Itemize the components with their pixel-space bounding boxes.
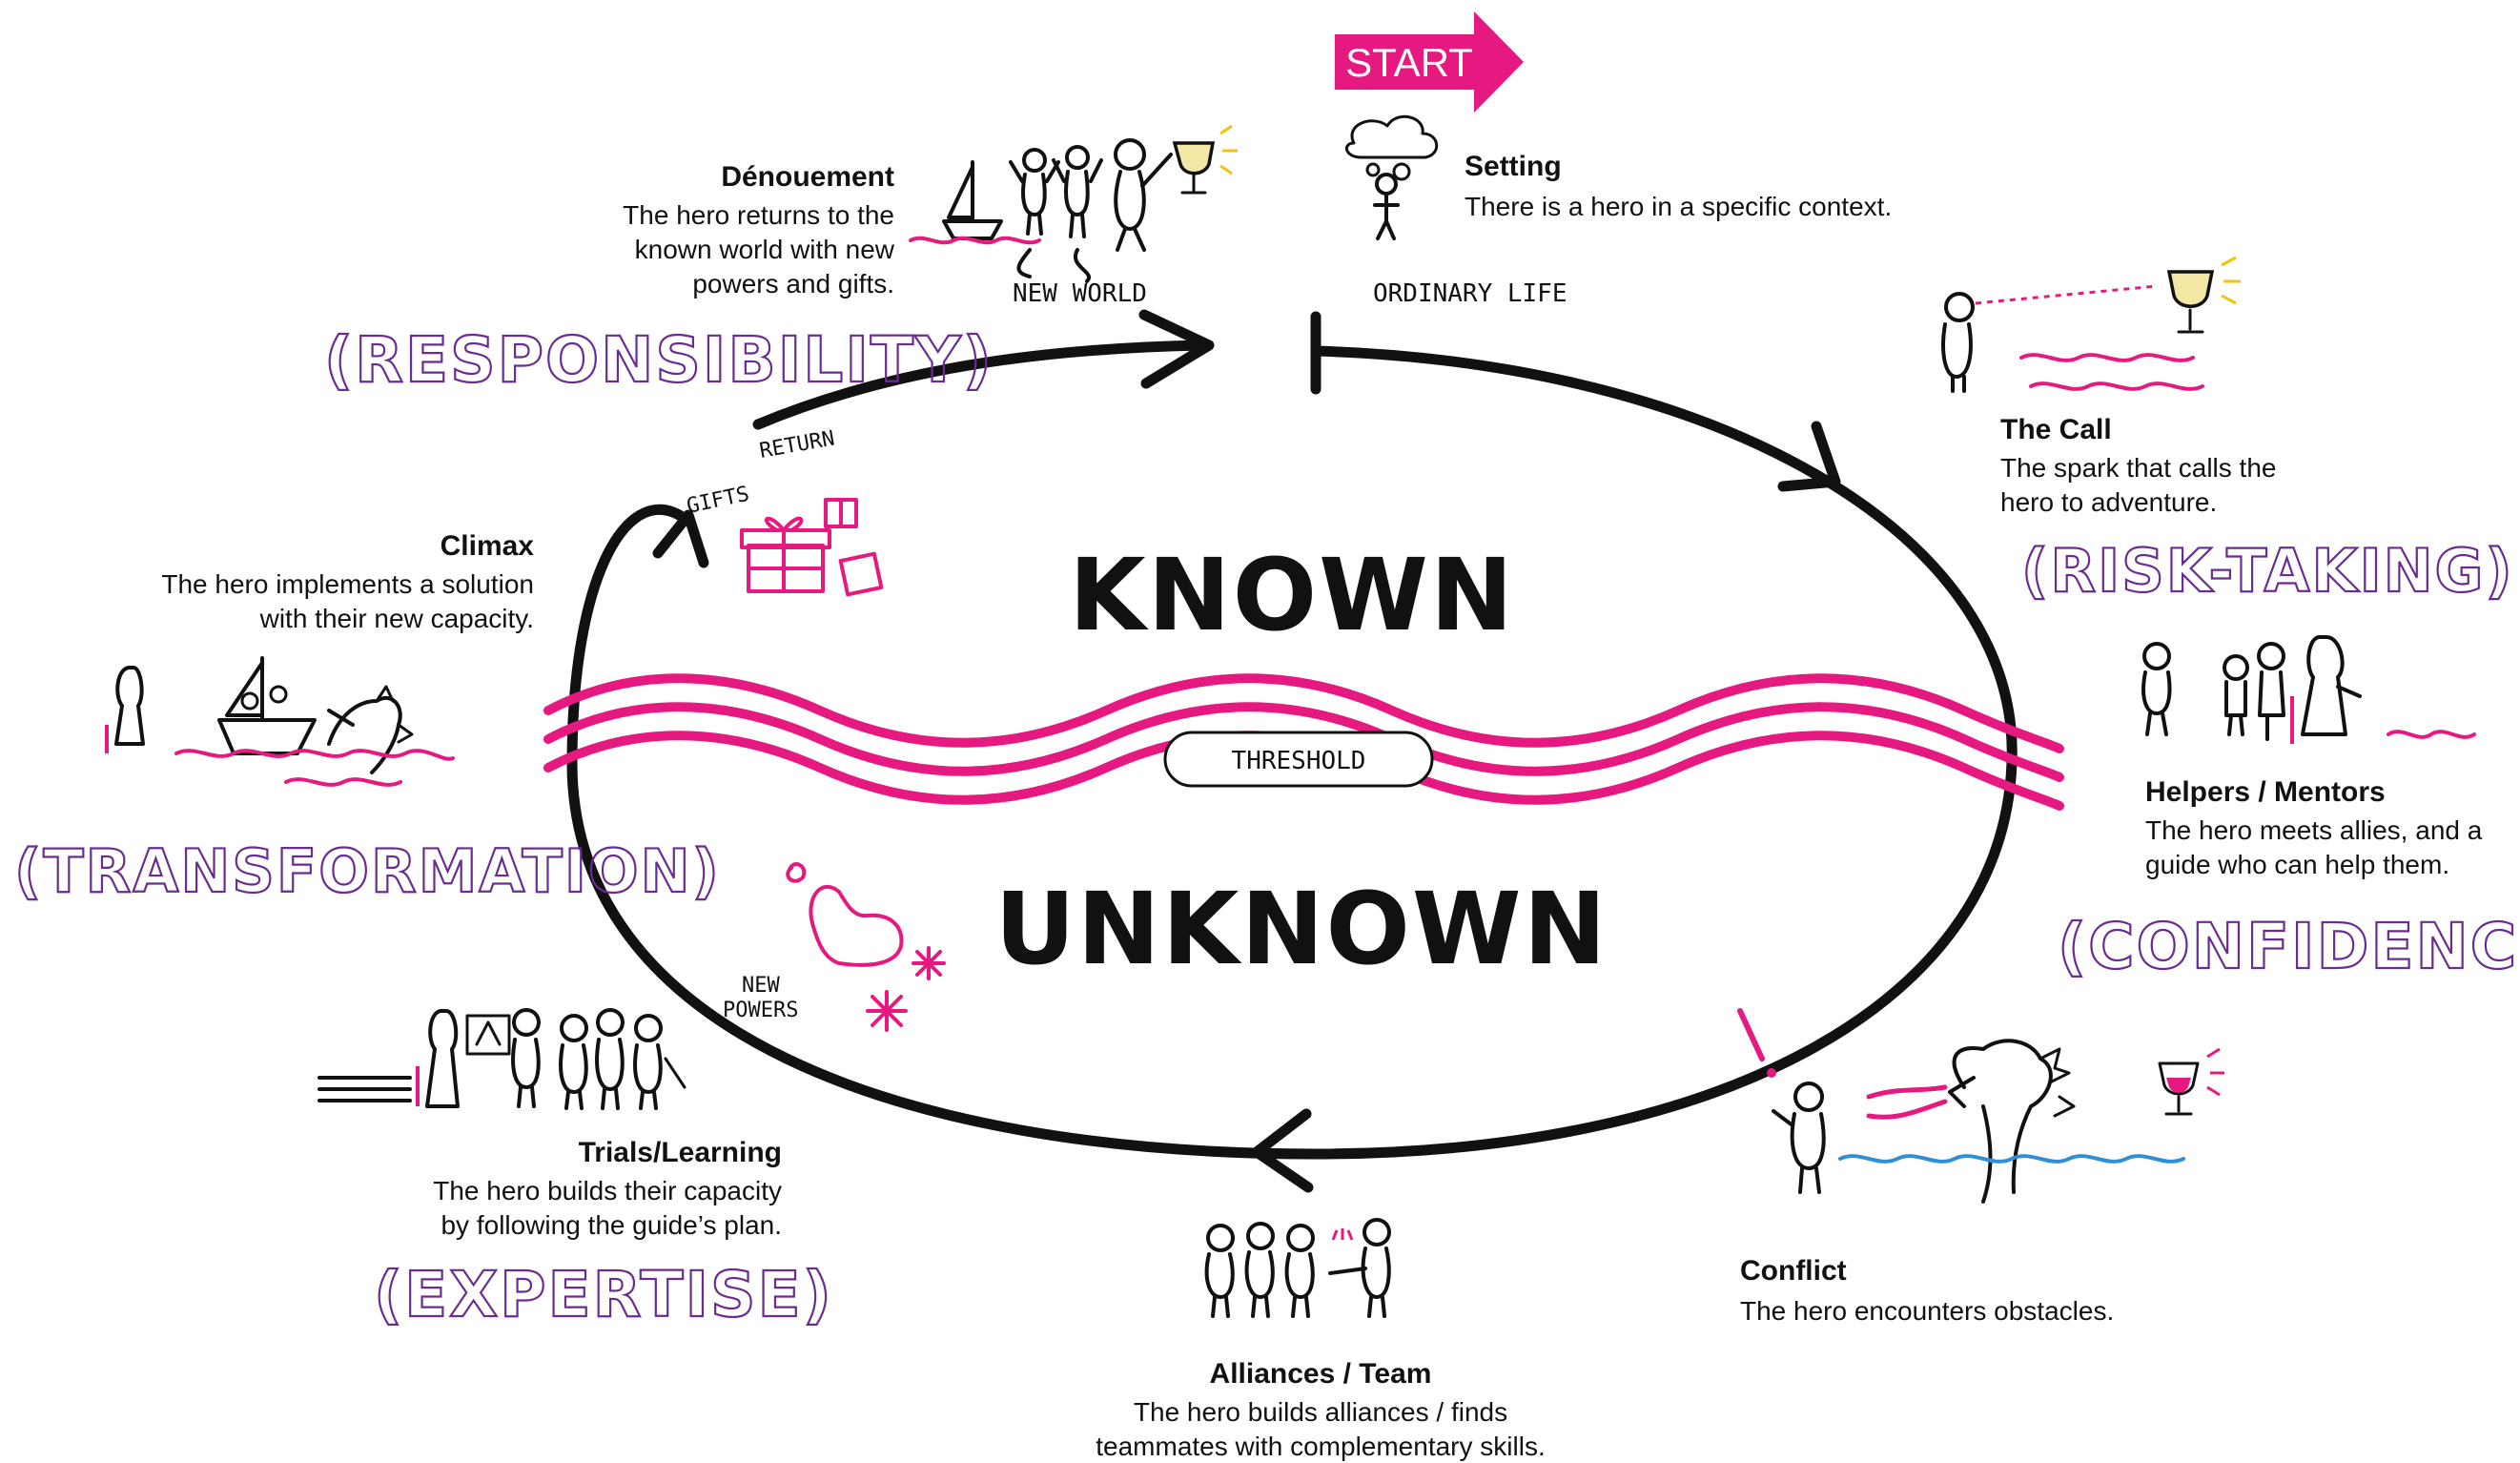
- new-world-marker: NEW WORLD: [1013, 279, 1147, 308]
- new-powers-marker-line2: POWERS: [723, 999, 798, 1022]
- unknown-label: UNKNOWN: [994, 871, 1608, 987]
- helpers-title: Helpers / Mentors: [2145, 776, 2386, 808]
- stick-figure-icon: [2257, 642, 2294, 744]
- waves-icon: [284, 777, 402, 787]
- alliances-text-line2: teammates with complementary skills.: [1096, 1432, 1545, 1461]
- trophy-icon: [1172, 124, 1238, 195]
- dragon-icon: [1866, 1039, 2076, 1204]
- sparkle-icon: [866, 946, 946, 1032]
- waves-icon: [2387, 730, 2476, 739]
- step-climax: Climax The hero implements a solution wi…: [13, 530, 721, 907]
- dragon-icon: [327, 685, 414, 774]
- climax-text-line1: The hero implements a solution: [161, 569, 534, 599]
- cloud-icon: [1345, 114, 1439, 181]
- step-trials: Trials/Learning The hero builds their ca…: [318, 1008, 833, 1332]
- helpers-text-line1: The hero meets allies, and a: [2145, 815, 2483, 845]
- threshold-text: THRESHOLD: [1232, 747, 1366, 775]
- stick-figure-icon: [2141, 642, 2172, 736]
- gift-box-icon: [740, 498, 884, 597]
- step-alliances: Alliances / Team The hero builds allianc…: [1096, 1218, 1546, 1461]
- step-denouement: Dénouement The hero returns to the known…: [323, 124, 1238, 398]
- arrowhead-icon: [1138, 309, 1215, 389]
- stairs-icon: [318, 1066, 420, 1106]
- waves-icon: [1838, 1154, 2185, 1164]
- stick-figure-icon: [105, 666, 145, 753]
- step-setting: Setting There is a hero in a specific co…: [1345, 114, 1892, 240]
- flexed-arm-icon: [786, 862, 904, 967]
- stick-figure-icon: [1941, 292, 1975, 393]
- climax-text-line2: with their new capacity.: [259, 604, 534, 633]
- denouement-title: Dénouement: [721, 161, 894, 193]
- setting-text: There is a hero in a specific context.: [1465, 192, 1892, 221]
- climax-quality: (TRANSFORMATION): [14, 836, 721, 906]
- waves-icon: [909, 236, 1041, 245]
- mentor-figure-icon: [2301, 635, 2362, 736]
- new-powers-marker-line1: NEW: [742, 974, 780, 998]
- alert-icon: [1737, 1008, 1765, 1061]
- trials-text-line2: by following the guide’s plan.: [440, 1210, 782, 1240]
- helpers-quality: (CONFIDENCE): [2058, 910, 2520, 983]
- team-figures-icon: [1204, 1218, 1391, 1318]
- conflict-title: Conflict: [1740, 1255, 1847, 1287]
- start-arrow-icon: START: [1335, 11, 1524, 113]
- trials-text-line1: The hero builds their capacity: [433, 1176, 782, 1205]
- arrowhead-icon: [1251, 1108, 1314, 1193]
- sailboat-icon: [217, 656, 317, 755]
- call-text-line1: The spark that calls the: [2000, 453, 2276, 483]
- waves-icon: [174, 749, 455, 761]
- trophy-icon: [2158, 1047, 2224, 1116]
- trials-title: Trials/Learning: [579, 1137, 782, 1168]
- ordinary-life-marker: ORDINARY LIFE: [1373, 279, 1567, 308]
- sailboat-icon: [942, 160, 1003, 240]
- alliances-title: Alliances / Team: [1210, 1358, 1432, 1390]
- stick-figure-icon: [1373, 173, 1400, 240]
- call-text-line2: hero to adventure.: [2000, 487, 2217, 517]
- denouement-text-line3: powers and gifts.: [692, 269, 894, 299]
- gifts-marker: GIFTS: [685, 483, 751, 519]
- denouement-quality: (RESPONSIBILITY): [324, 323, 994, 397]
- trophy-icon: [2166, 256, 2241, 334]
- setting-title: Setting: [1465, 151, 1562, 182]
- waves-icon: [2019, 353, 2204, 391]
- call-quality: (RISK-TAKING): [2021, 536, 2514, 606]
- stick-figure-icon: [2223, 654, 2249, 736]
- stick-figure-icon: [1772, 1082, 1826, 1194]
- denouement-text-line2: known world with new: [635, 235, 895, 264]
- climax-title: Climax: [440, 530, 535, 562]
- team-figures-icon: [1009, 138, 1173, 283]
- step-helpers: Helpers / Mentors The hero meets allies,…: [2057, 635, 2520, 984]
- arrowhead-icon: [1777, 421, 1841, 492]
- step-call: The Call The spark that calls the hero t…: [1941, 256, 2514, 607]
- gaze-line-icon: [1975, 284, 2158, 305]
- step-conflict: Conflict The hero encounters obstacles.: [1737, 1008, 2224, 1326]
- team-figures-icon: [425, 1008, 686, 1110]
- alliances-text-line1: The hero builds alliances / finds: [1134, 1397, 1507, 1427]
- conflict-text: The hero encounters obstacles.: [1740, 1296, 2114, 1326]
- known-label: KNOWN: [1069, 537, 1515, 653]
- arrowhead-icon: [652, 509, 709, 568]
- threshold-label: THRESHOLD: [1163, 731, 1434, 788]
- return-marker: RETURN: [758, 426, 837, 463]
- denouement-text-line1: The hero returns to the: [623, 200, 894, 230]
- call-title: The Call: [2000, 414, 2112, 445]
- helpers-text-line2: guide who can help them.: [2145, 850, 2449, 879]
- journey-loop: [566, 309, 2018, 1193]
- trials-quality: (EXPERTISE): [374, 1258, 833, 1331]
- start-label: START: [1345, 40, 1473, 85]
